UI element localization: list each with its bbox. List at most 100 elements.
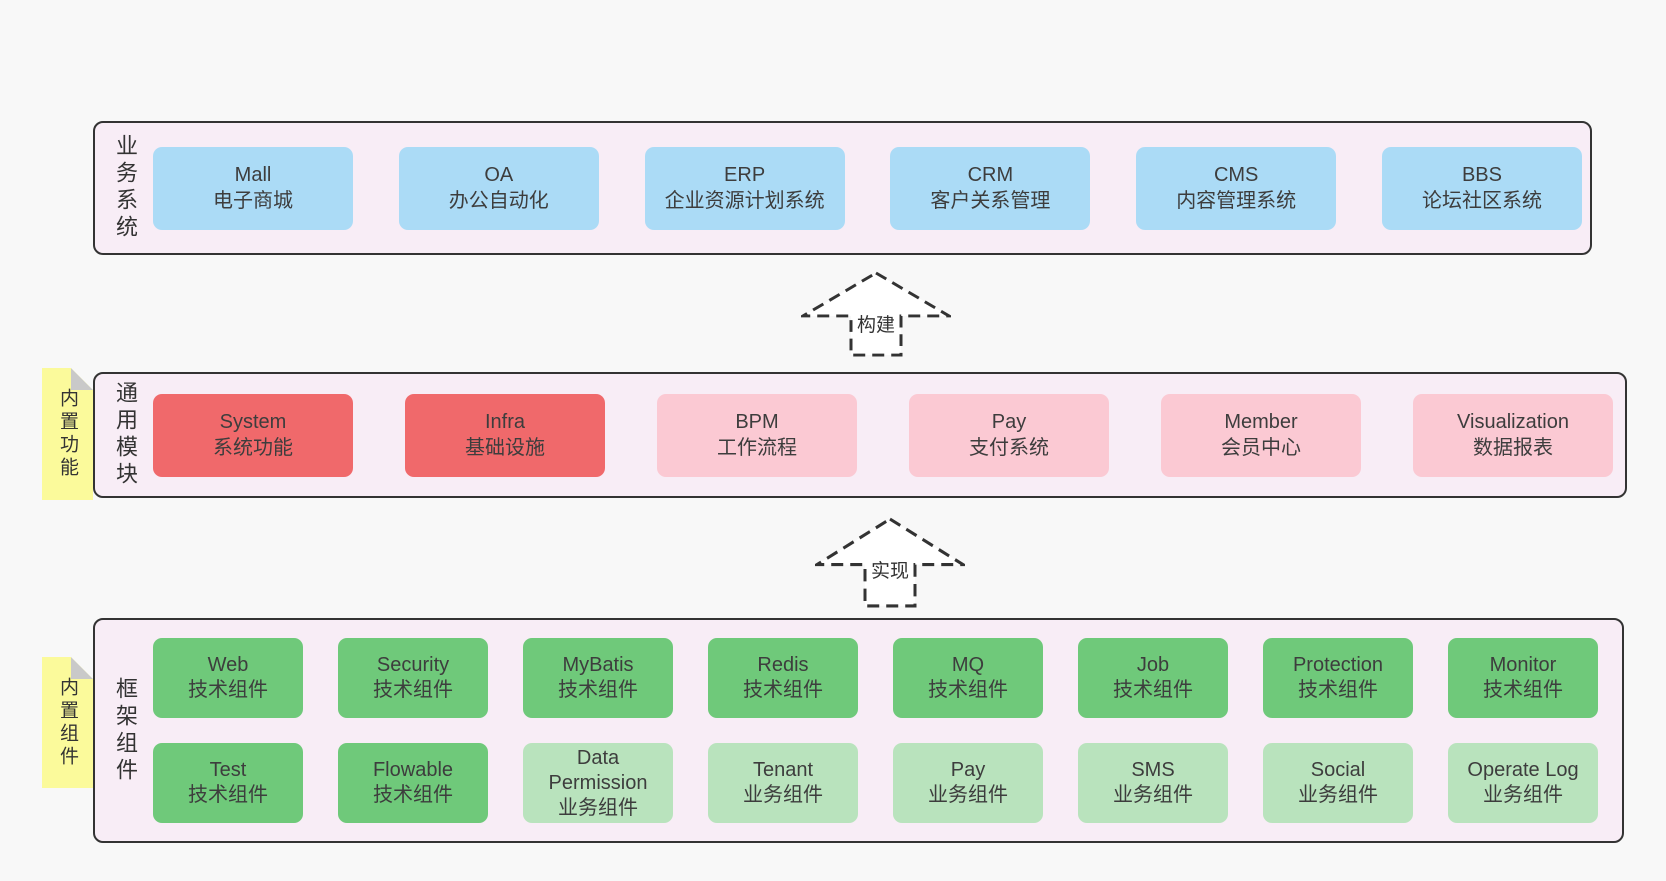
module-box-subtitle: 企业资源计划系统 <box>664 190 825 212</box>
modules-box-row: System 系统功能 Infra 基础设施 BPM 工作流程 Pay 支付系统 Member 会… <box>153 393 1613 477</box>
module-box-name: Web <box>207 654 249 676</box>
module-box-name: Pay <box>950 759 986 781</box>
module-box-name: Operate Log <box>1467 759 1579 781</box>
module-box-protection: Protection 技术组件 <box>1263 638 1413 718</box>
sticky-note-built-in-components-label: 内置组件 <box>57 676 78 769</box>
module-box-subtitle: 技术组件 <box>373 679 453 701</box>
module-box-subtitle: 技术组件 <box>1483 679 1563 701</box>
panel-common-modules-label: 通用模块 <box>113 381 138 489</box>
up-block-arrow-icon <box>801 271 951 357</box>
module-box-name: Protection <box>1292 654 1384 676</box>
module-box-bpm: BPM 工作流程 <box>657 393 857 477</box>
module-box-security: Security 技术组件 <box>338 638 488 718</box>
sticky-note-built-in-features-label: 内置功能 <box>57 388 78 480</box>
module-box-monitor: Monitor 技术组件 <box>1448 638 1598 718</box>
module-box-name: ERP <box>724 164 766 186</box>
module-box-name: Pay <box>991 411 1027 433</box>
module-box-name: Security <box>376 654 450 676</box>
module-box-name: CRM <box>967 164 1014 186</box>
module-box-name: CMS <box>1213 164 1259 186</box>
module-box-mybatis: MyBatis 技术组件 <box>523 638 673 718</box>
module-box-name: Mall <box>234 164 272 186</box>
sticky-note-built-in-components: 内置组件 <box>42 657 93 788</box>
module-box-name: MQ <box>951 654 985 676</box>
module-box-name: Job <box>1136 654 1170 676</box>
module-box-subtitle: 技术组件 <box>188 784 268 806</box>
module-box-subtitle: 电子商城 <box>213 190 293 212</box>
module-box-subtitle: 基础设施 <box>465 437 545 459</box>
module-box-web: Web 技术组件 <box>153 638 303 718</box>
module-box-oa: OA 办公自动化 <box>398 146 599 230</box>
module-box-redis: Redis 技术组件 <box>708 638 858 718</box>
module-box-mall: Mall 电子商城 <box>153 146 353 230</box>
module-box-subtitle: 业务组件 <box>743 784 823 806</box>
module-box-subtitle: 数据报表 <box>1473 437 1553 459</box>
module-box-crm: CRM 客户关系管理 <box>890 146 1091 230</box>
module-box-name: Test <box>209 759 247 781</box>
module-box-name: BPM <box>735 411 779 433</box>
module-box-name: Visualization <box>1457 411 1569 433</box>
module-box-name: Member <box>1224 411 1298 433</box>
module-box-cms: CMS 内容管理系统 <box>1136 146 1337 230</box>
module-box-name: Flowable <box>372 759 454 781</box>
module-box-name: SMS <box>1131 759 1175 781</box>
module-box-name: MyBatis <box>562 654 634 676</box>
sticky-note-built-in-features: 内置功能 <box>42 368 93 500</box>
module-box-name: Data Permission <box>548 746 648 794</box>
module-box-infra: Infra 基础设施 <box>405 393 605 477</box>
module-box-social: Social 业务组件 <box>1263 743 1413 823</box>
module-box-name: BBS <box>1461 164 1502 186</box>
build-arrow: 构建 <box>801 271 951 357</box>
module-box-name: OA <box>484 164 514 186</box>
module-box-operate-log: Operate Log 业务组件 <box>1448 743 1598 823</box>
module-box-subtitle: 技术组件 <box>928 679 1008 701</box>
module-box-subtitle: 技术组件 <box>743 679 823 701</box>
module-box-name: System <box>219 411 287 433</box>
module-box-subtitle: 技术组件 <box>558 679 638 701</box>
module-box-subtitle: 工作流程 <box>717 437 797 459</box>
module-box-name: Infra <box>484 411 526 433</box>
module-box-name: Redis <box>757 654 809 676</box>
module-box-name: Monitor <box>1489 654 1557 676</box>
module-box-subtitle: 内容管理系统 <box>1176 190 1297 212</box>
panel-common-modules: 通用模块 System 系统功能 Infra 基础设施 BPM 工作流程 Pay 支付系统 Me… <box>93 372 1627 498</box>
module-box-mq: MQ 技术组件 <box>893 638 1043 718</box>
panel-framework-components-label: 框架组件 <box>113 676 138 785</box>
module-box-test: Test 技术组件 <box>153 743 303 823</box>
build-arrow-label: 构建 <box>854 315 898 337</box>
module-box-name: Social <box>1310 759 1366 781</box>
module-box-system: System 系统功能 <box>153 393 353 477</box>
implement-arrow-label: 实现 <box>868 561 912 583</box>
panel-business-systems-label: 业务系统 <box>113 134 138 242</box>
module-box-member: Member 会员中心 <box>1161 393 1361 477</box>
module-box-job: Job 技术组件 <box>1078 638 1228 718</box>
module-box-subtitle: 办公自动化 <box>448 190 549 212</box>
module-box-subtitle: 技术组件 <box>188 679 268 701</box>
module-box-subtitle: 技术组件 <box>1113 679 1193 701</box>
module-box-sms: SMS 业务组件 <box>1078 743 1228 823</box>
business-box-row: Mall 电子商城 OA 办公自动化 ERP 企业资源计划系统 CRM 客户关系管理 CMS 内容… <box>153 146 1582 230</box>
module-box-subtitle: 业务组件 <box>1483 784 1563 806</box>
module-box-subtitle: 业务组件 <box>558 796 638 819</box>
panel-business-systems: 业务系统 Mall 电子商城 OA 办公自动化 ERP 企业资源计划系统 CRM 客户关系管理… <box>93 121 1592 255</box>
module-box-subtitle: 业务组件 <box>1298 784 1378 806</box>
module-box-subtitle: 技术组件 <box>1298 679 1378 701</box>
module-box-erp: ERP 企业资源计划系统 <box>644 146 845 230</box>
module-box-subtitle: 客户关系管理 <box>930 190 1051 212</box>
module-box-subtitle: 支付系统 <box>969 437 1049 459</box>
module-box-subtitle: 业务组件 <box>1113 784 1193 806</box>
module-box-subtitle: 会员中心 <box>1221 437 1301 459</box>
module-box-tenant: Tenant 业务组件 <box>708 743 858 823</box>
module-box-visualization: Visualization 数据报表 <box>1413 393 1613 477</box>
module-box-subtitle: 系统功能 <box>213 437 293 459</box>
module-box-name: Tenant <box>752 759 814 781</box>
